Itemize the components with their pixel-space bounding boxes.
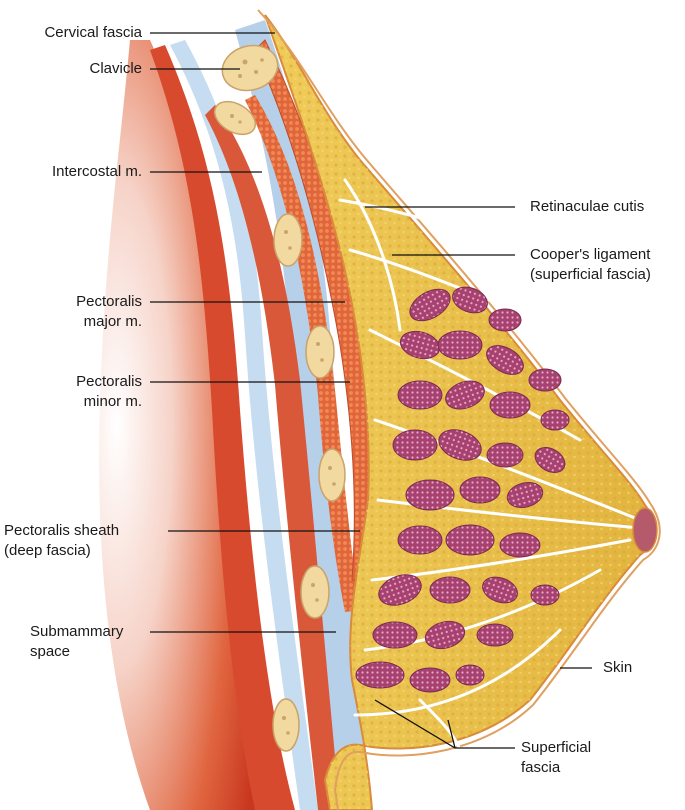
label-submammary-line1: Submammary — [30, 623, 124, 640]
label-pectoralis-major-line2: major m. — [83, 313, 142, 330]
label-superficial-line1: Superficial — [521, 739, 592, 756]
clavicle-bone — [221, 44, 279, 92]
intercostal-muscle — [205, 105, 340, 810]
deep-fascia-band — [170, 40, 318, 810]
label-intercostal: Intercostal m. — [51, 163, 142, 180]
label-pectoralis-minor: Pectoralis minor m. — [76, 372, 142, 412]
label-skin: Skin — [603, 659, 633, 676]
label-clavicle: Clavicle — [89, 60, 142, 77]
skin-outline — [257, 9, 661, 810]
bones — [213, 44, 346, 752]
glandular-lobules — [355, 286, 570, 693]
leader-lines — [150, 32, 592, 749]
label-coopers-line2: (superficial fascia) — [530, 266, 651, 283]
label-cervical-fascia: Cervical fascia — [44, 24, 142, 41]
label-pectoralis-sheath-line1: Pectoralis sheath — [4, 522, 120, 539]
label-pectoralis-major: Pectoralis major m. — [76, 292, 142, 332]
chest-wall-shade — [150, 45, 295, 810]
label-superficial-fascia: Superficial fascia — [521, 738, 591, 778]
fascia-band-inner — [235, 20, 372, 810]
label-retinaculae-cutis: Retinaculae cutis — [530, 198, 645, 215]
nipple — [632, 507, 658, 553]
label-pectoralis-sheath-line2: (deep fascia) — [4, 542, 91, 559]
label-pectoralis-minor-line2: minor m. — [83, 393, 142, 410]
label-pectoralis-minor-line1: Pectoralis — [76, 373, 142, 390]
label-submammary-line2: space — [30, 643, 71, 660]
label-coopers-line1: Cooper's ligament — [530, 246, 651, 263]
label-pectoralis-sheath: Pectoralis sheath (deep fascia) — [4, 521, 119, 561]
label-submammary-space: Submammary space — [30, 622, 123, 662]
label-coopers-ligament: Cooper's ligament (superficial fascia) — [530, 245, 651, 285]
label-pectoralis-major-line1: Pectoralis — [76, 293, 142, 310]
label-superficial-line2: fascia — [521, 759, 561, 776]
